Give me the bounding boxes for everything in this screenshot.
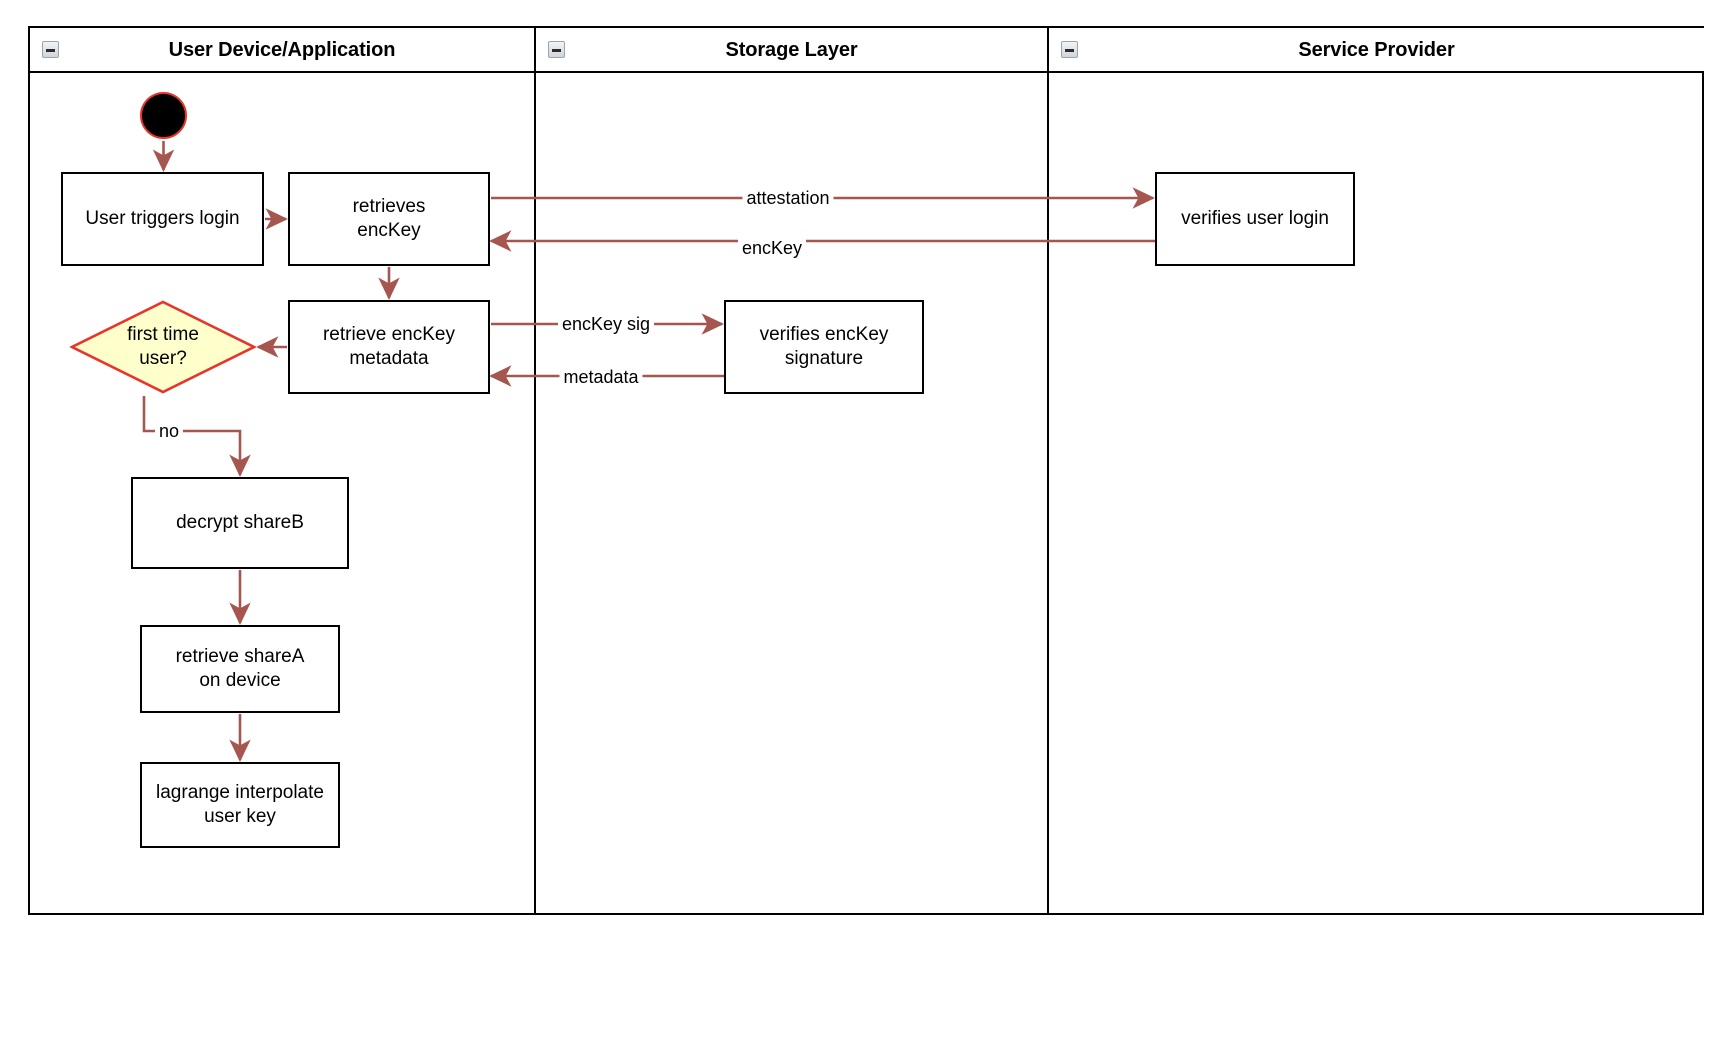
lane-divider-1 <box>534 28 536 913</box>
lane-title-service-provider: Service Provider <box>1298 39 1455 61</box>
node-retrieves-enckey[interactable]: retrieves encKey <box>288 172 490 266</box>
edge-label-no: no <box>154 422 184 440</box>
collapse-minus-icon[interactable] <box>548 41 565 58</box>
node-decrypt-shareb[interactable]: decrypt shareB <box>131 477 349 569</box>
diamond-shape <box>70 300 256 394</box>
collapse-minus-icon[interactable] <box>1061 41 1078 58</box>
node-retrieve-enckey-metadata[interactable]: retrieve encKey metadata <box>288 300 490 394</box>
lane-title-storage: Storage Layer <box>725 39 858 61</box>
lane-divider-2 <box>1047 28 1049 913</box>
node-verifies-enckey-signature[interactable]: verifies encKey signature <box>724 300 924 394</box>
edge-label-metadata: metadata <box>559 368 643 386</box>
lane-header-storage: Storage Layer <box>536 28 1047 73</box>
node-first-time-user-decision[interactable]: first time user? <box>70 300 256 394</box>
lane-header-user-device: User Device/Application <box>30 28 534 73</box>
lane-title-user-device: User Device/Application <box>168 39 396 61</box>
lane-header-service-provider: Service Provider <box>1049 28 1704 73</box>
edge-label-enckey-sig: encKey sig <box>557 315 655 333</box>
node-verifies-user-login[interactable]: verifies user login <box>1155 172 1355 266</box>
edge-label-attestation: attestation <box>742 189 834 207</box>
collapse-minus-icon[interactable] <box>42 41 59 58</box>
node-user-triggers-login[interactable]: User triggers login <box>61 172 264 266</box>
node-retrieve-sharea-on-device[interactable]: retrieve shareA on device <box>140 625 340 713</box>
node-lagrange-interpolate-user-key[interactable]: lagrange interpolate user key <box>140 762 340 848</box>
edge-label-enckey: encKey <box>737 239 807 257</box>
node-first-time-user-label: first time user? <box>127 324 199 369</box>
start-node[interactable] <box>140 92 187 139</box>
